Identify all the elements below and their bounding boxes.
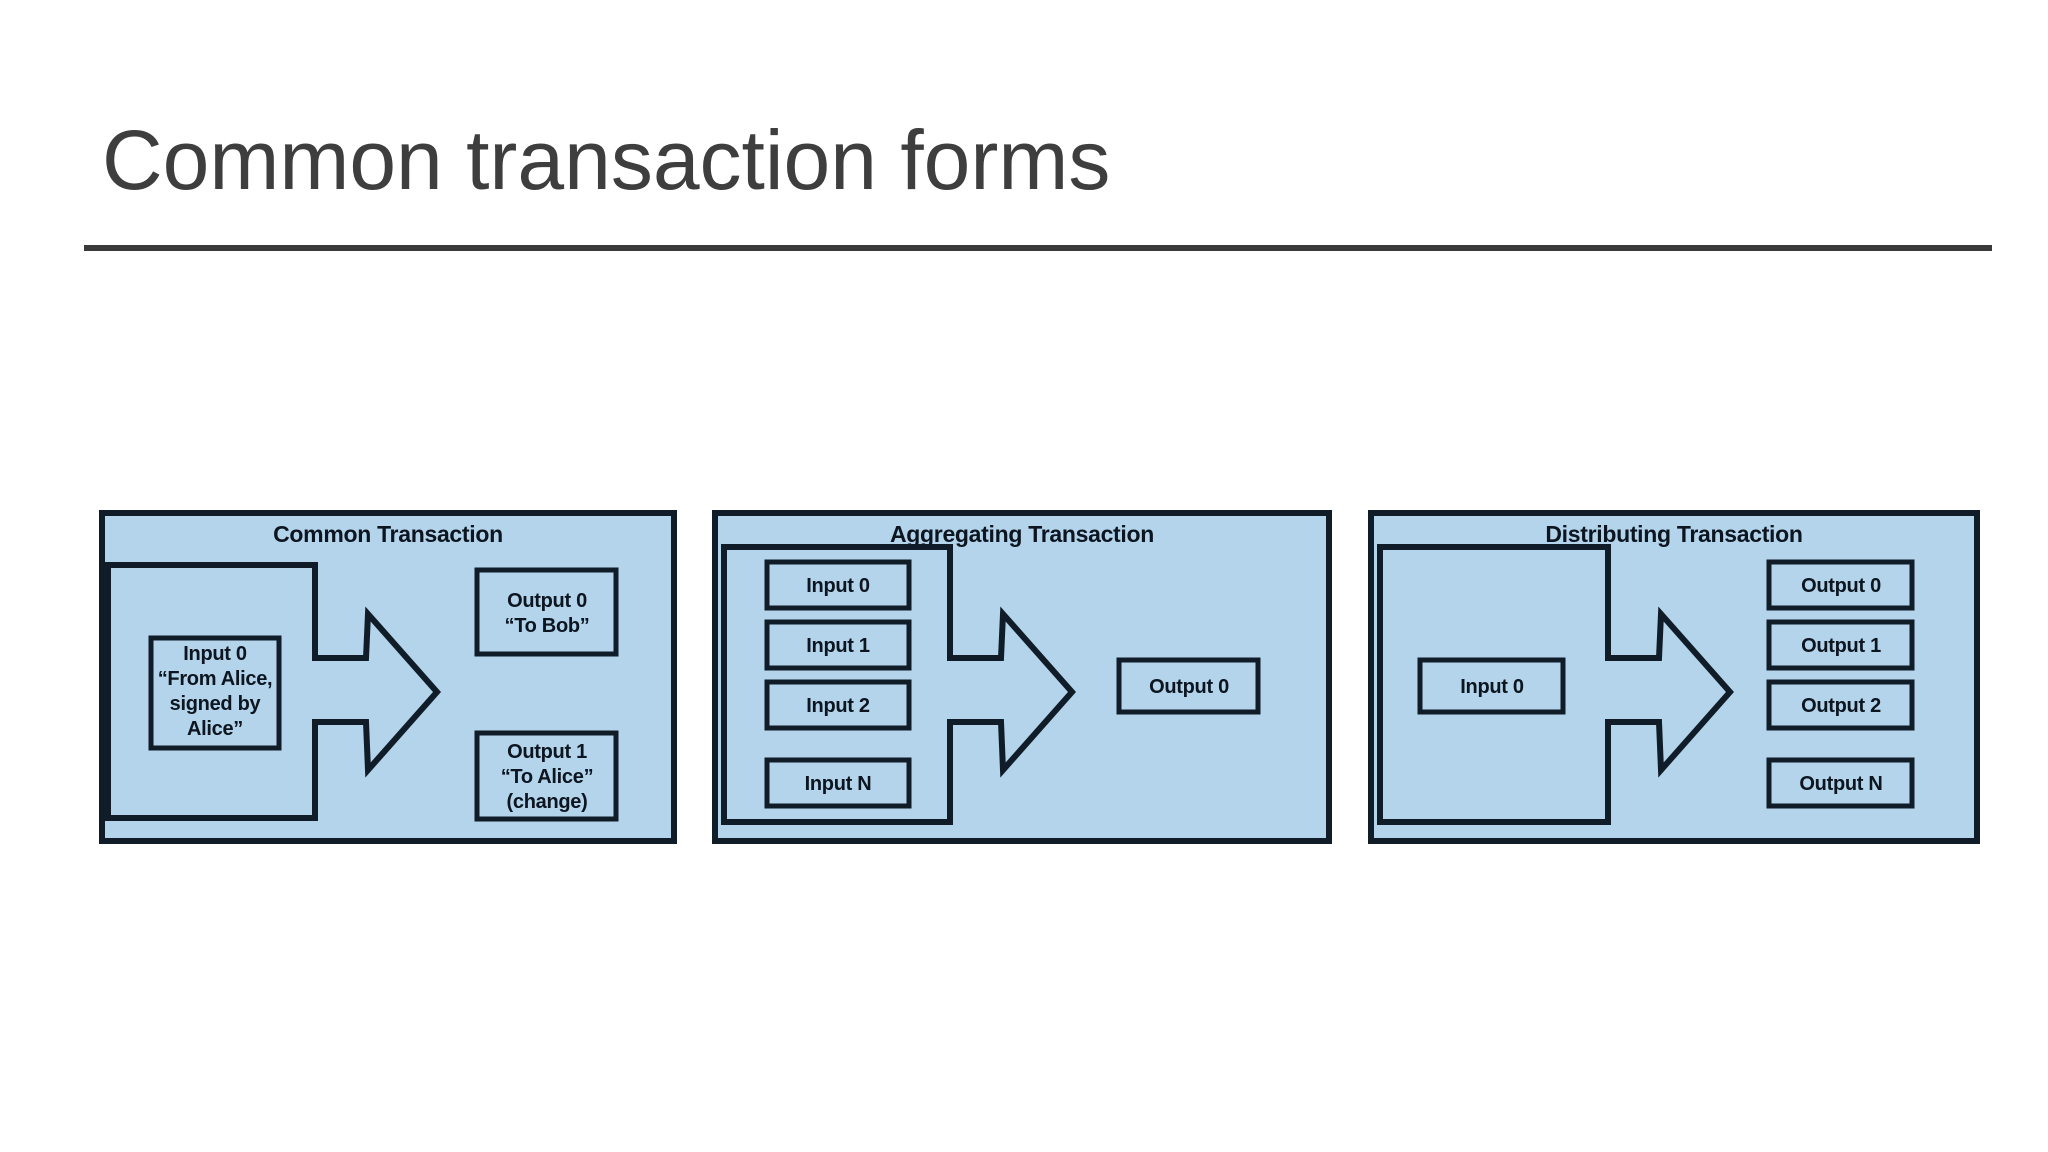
output-box-label-line: (change) <box>507 791 588 813</box>
input-box-label: Input 2 <box>806 695 870 717</box>
input-box-label: Input 0 <box>1460 676 1524 698</box>
panel-common-transaction: Common Transaction Input 0 “From Alice, … <box>99 510 677 844</box>
page-title: Common transaction forms <box>102 113 1111 207</box>
output-box <box>1766 559 1915 611</box>
input-box-label: Input 1 <box>806 635 870 657</box>
output-box <box>474 730 619 822</box>
output-box-label: Output 0 <box>1149 676 1229 698</box>
input-container-and-arrow-outline <box>105 562 442 821</box>
output-box-label-line: “To Alice” <box>501 766 594 788</box>
input-box-label: Input N <box>805 773 872 795</box>
input-container-and-arrow-outline <box>721 544 1077 825</box>
output-box <box>1766 679 1915 731</box>
input-box-label-line: Alice” <box>187 718 243 740</box>
input-box <box>764 757 912 809</box>
input-box <box>764 679 912 731</box>
input-box <box>764 559 912 611</box>
output-box <box>1116 657 1261 715</box>
panel-background <box>712 510 1332 844</box>
panel-aggregating-transaction: Aggregating Transaction Input 0 Input 1 … <box>712 510 1332 844</box>
input-box <box>148 635 282 751</box>
output-box-label-line: Output 0 <box>507 590 587 612</box>
panel-title: Common Transaction <box>273 521 503 547</box>
panel-title: Aggregating Transaction <box>890 521 1154 547</box>
title-divider-line <box>84 245 1992 251</box>
input-box-label: Input 0 <box>806 575 870 597</box>
output-box <box>474 567 619 657</box>
output-box <box>1766 757 1915 809</box>
output-box-label-line: Output 1 <box>507 741 587 763</box>
panel-title: Distributing Transaction <box>1545 521 1802 547</box>
output-box-label: Output N <box>1799 773 1882 795</box>
panel-distributing-transaction: Distributing Transaction Input 0 Output … <box>1368 510 1980 844</box>
input-box <box>764 619 912 671</box>
input-box-label-line: signed by <box>170 693 262 715</box>
input-box-label-line: Input 0 <box>183 643 247 665</box>
output-box-label: Output 0 <box>1801 575 1881 597</box>
panel-background <box>1368 510 1980 844</box>
input-container-and-arrow-outline <box>1377 544 1735 825</box>
output-box-label-line: “To Bob” <box>505 615 590 637</box>
output-box-label: Output 1 <box>1801 635 1881 657</box>
input-box-label-line: “From Alice, <box>158 668 273 690</box>
output-box-label: Output 2 <box>1801 695 1881 717</box>
output-box <box>1766 619 1915 671</box>
input-box <box>1417 657 1566 715</box>
